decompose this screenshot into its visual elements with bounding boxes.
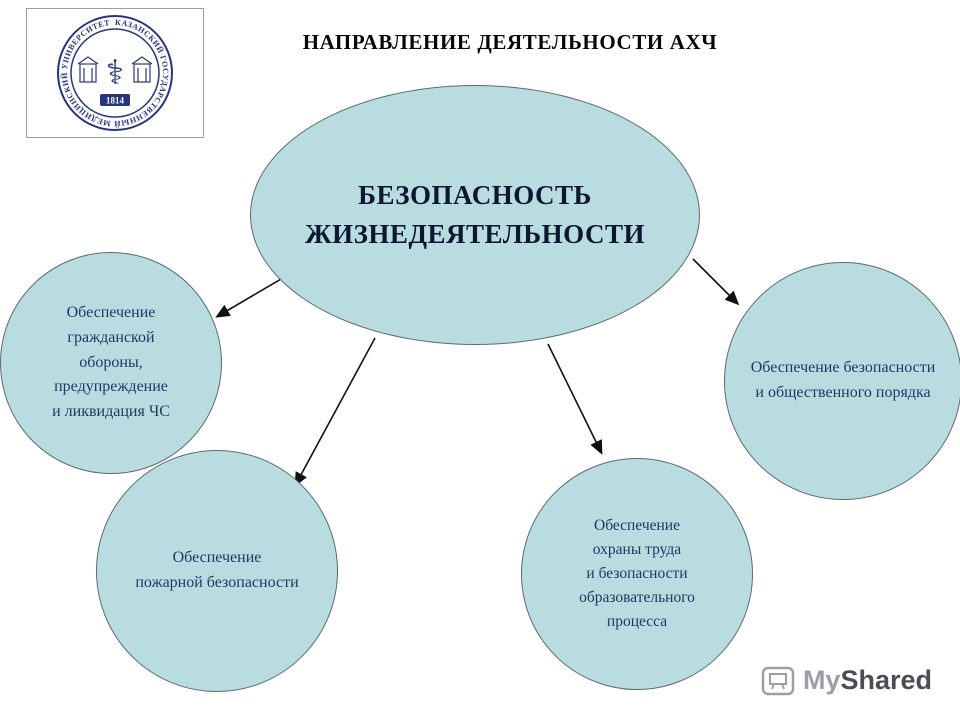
node-line: предупреждение	[54, 378, 168, 396]
node-line: Обеспечение	[66, 304, 156, 321]
node-line: процесса	[606, 613, 668, 631]
central-node-life-safety: БЕЗОПАСНОСТЬ ЖИЗНЕДЕЯТЕЛЬНОСТИ	[250, 85, 700, 345]
arrow-to-fire-safety	[294, 337, 376, 487]
seal-buildings	[77, 56, 153, 83]
node-line: и общественного порядка	[755, 384, 931, 401]
watermark-my: My	[802, 665, 841, 695]
node-line: и безопасности	[586, 564, 688, 582]
arrow-to-labor-safety	[547, 343, 603, 455]
node-line: обороны,	[79, 353, 143, 371]
university-seal-graphic: КАЗАНСКИЙ ГОСУДАРСТВЕННЫЙ МЕДИЦИНСКИЙ УН…	[57, 15, 173, 131]
presentation-board-icon	[761, 666, 795, 696]
watermark-shared: Shared	[840, 665, 932, 695]
node-line: Обеспечение	[172, 549, 262, 567]
node-public-order: Обеспечение безопасности и общественного…	[724, 262, 960, 500]
node-line: гражданской	[67, 328, 155, 346]
node-line: образовательного	[579, 589, 695, 606]
slide-title: НАПРАВЛЕНИЕ ДЕЯТЕЛЬНОСТИ АХЧ	[302, 30, 718, 54]
central-node-line: БЕЗОПАСНОСТЬ	[358, 179, 592, 210]
node-line: пожарной безопасности	[135, 574, 299, 591]
node-fire-safety: Обеспечение пожарной безопасности	[96, 450, 338, 692]
node-civil-defense: Обеспечение гражданской обороны, предупр…	[0, 252, 222, 474]
node-line: Обеспечение безопасности	[750, 359, 936, 377]
node-line: и ликвидация ЧС	[52, 403, 170, 421]
node-line: Обеспечение	[594, 516, 680, 534]
university-seal: КАЗАНСКИЙ ГОСУДАРСТВЕННЫЙ МЕДИЦИНСКИЙ УН…	[26, 8, 204, 138]
arrow-to-public-order	[692, 258, 740, 306]
seal-year: 1814	[106, 96, 125, 106]
central-node-line: ЖИЗНЕДЕЯТЕЛЬНОСТИ	[304, 219, 645, 249]
seal-year-ribbon	[100, 94, 130, 106]
node-line: охраны труда	[592, 540, 682, 558]
node-labor-safety: Обеспечение охраны труда и безопасности …	[521, 458, 753, 690]
asclepius-staff-icon: ⚕	[106, 53, 124, 93]
